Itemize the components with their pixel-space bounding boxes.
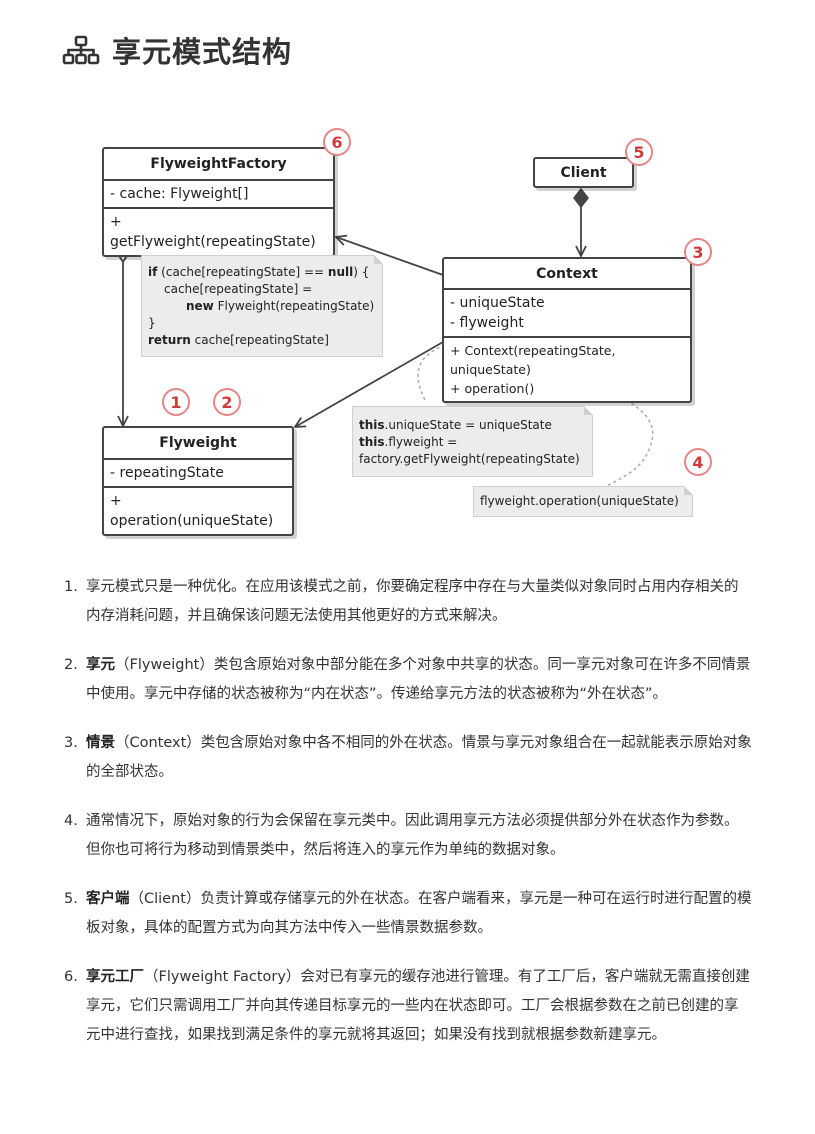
code-line: new Flyweight(repeatingState) xyxy=(186,299,375,313)
class-field: - flyweight xyxy=(450,315,524,331)
code-line: cache[repeatingState] = xyxy=(164,282,313,296)
class-field: - cache: Flyweight[] xyxy=(104,181,333,209)
class-fields: - uniqueState - flyweight xyxy=(444,290,690,338)
code-line: this.flyweight = xyxy=(359,435,458,449)
list-item: 6.享元工厂（Flyweight Factory）会对已有享元的缓存池进行管理。… xyxy=(64,969,750,1043)
class-field: - repeatingState xyxy=(104,460,292,488)
note-fold xyxy=(584,406,593,415)
class-flyweight-factory: FlyweightFactory - cache: Flyweight[] + … xyxy=(102,147,335,257)
class-field: - uniqueState xyxy=(450,295,545,311)
list-item: 5.客户端（Client）负责计算或存储享元的外在状态。在客户端看来，享元是一种… xyxy=(64,891,752,936)
class-name: Client xyxy=(560,164,607,181)
code-line: this.uniqueState = uniqueState xyxy=(359,418,552,432)
class-context: Context - uniqueState - flyweight + Cont… xyxy=(442,257,692,403)
class-method: + operation(uniqueState) xyxy=(110,493,274,529)
page-title-text: 享元模式结构 xyxy=(112,35,293,69)
badge-3: 3 xyxy=(684,238,712,266)
note-connector-context xyxy=(417,344,446,401)
list-item: 4.通常情况下，原始对象的行为会保留在享元类中。因此调用享元方法必须提供部分外在… xyxy=(64,813,739,858)
context-factory-line xyxy=(336,237,444,276)
code-line: if (cache[repeatingState] == null) { xyxy=(148,265,370,279)
class-name: Flyweight xyxy=(104,428,292,460)
page-title: 享元模式结构 xyxy=(62,30,292,70)
class-flyweight: Flyweight - repeatingState + operation(u… xyxy=(102,426,294,536)
context-flyweight-line xyxy=(295,341,444,427)
code-line: flyweight.operation(uniqueState) xyxy=(480,494,679,508)
note-context-code: this.uniqueState = uniqueState this.flyw… xyxy=(352,406,593,477)
badge-4: 4 xyxy=(684,448,712,476)
class-name: FlyweightFactory xyxy=(104,149,333,181)
badge-6: 6 xyxy=(323,128,351,156)
list-item: 3.情景（Context）类包含原始对象中各不相同的外在状态。情景与享元对象组合… xyxy=(64,735,752,780)
structure-icon xyxy=(62,35,100,65)
badge-1: 1 xyxy=(162,388,190,416)
note-operation-code: flyweight.operation(uniqueState) xyxy=(473,486,693,517)
note-fold xyxy=(374,255,383,264)
list-item: 2.享元（Flyweight）类包含原始对象中部分能在多个对象中共享的状态。同一… xyxy=(64,657,751,702)
class-method: + operation() xyxy=(450,381,535,396)
class-method: + getFlyweight(repeatingState) xyxy=(110,214,316,250)
class-name: Context xyxy=(444,259,690,290)
code-line: return cache[repeatingState] xyxy=(148,333,329,347)
class-methods: + Context(repeatingState, uniqueState) +… xyxy=(444,338,690,401)
client-context-composition xyxy=(573,187,589,209)
class-method: + Context(repeatingState, uniqueState) xyxy=(450,343,616,377)
badge-2: 2 xyxy=(213,388,241,416)
explanation-list: 1.享元模式只是一种优化。在应用该模式之前，你要确定程序中存在与大量类似对象同时… xyxy=(62,573,752,1070)
code-line: } xyxy=(148,316,156,330)
list-item: 1.享元模式只是一种优化。在应用该模式之前，你要确定程序中存在与大量类似对象同时… xyxy=(64,579,739,624)
badge-5: 5 xyxy=(625,138,653,166)
note-factory-code: if (cache[repeatingState] == null) { cac… xyxy=(141,255,383,357)
note-fold xyxy=(684,486,693,495)
class-client: Client xyxy=(533,157,634,188)
code-line: factory.getFlyweight(repeatingState) xyxy=(359,452,580,466)
